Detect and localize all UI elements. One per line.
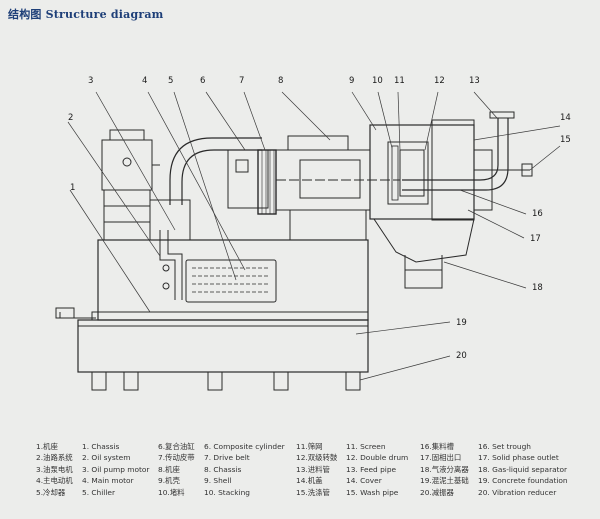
- legend-item: 6.复合油缸: [158, 442, 195, 451]
- legend-item: 8.机座: [158, 464, 180, 474]
- screen: [391, 145, 399, 201]
- callout-4: 4: [142, 76, 147, 86]
- chiller: [149, 199, 191, 241]
- callout-8: 8: [278, 76, 283, 86]
- legend-item: 2.油路系统: [36, 453, 73, 463]
- structure-diagram: 1 2 3 4 5 6 7 8 9 10 11 12 13 14 15 16 1…: [55, 76, 571, 391]
- callout-13: 13: [469, 76, 480, 86]
- legend-item: 13.进料管: [296, 464, 330, 474]
- legend-item: 16.集料槽: [420, 442, 454, 451]
- legend-item: 14. Cover: [346, 476, 382, 486]
- legend-col2-zh: 6.复合油缸 7.传动皮带 8.机座 9.机壳 10.堵料: [158, 441, 195, 498]
- valve-block: [55, 307, 75, 319]
- legend-col4-zh: 16.集料槽 17.固相出口 18.气液分离器 19.混泥土基础 20.减振器: [420, 441, 469, 498]
- double-drum: [387, 141, 429, 205]
- set-trough: [474, 149, 493, 211]
- callout-6: 6: [200, 76, 205, 86]
- cover: [431, 119, 475, 221]
- callout-16: 16: [532, 209, 543, 219]
- ventilation-grille: [185, 259, 277, 303]
- main-motor: [103, 189, 151, 241]
- legend-item: 18. Gas-liquid separator: [478, 464, 568, 474]
- legend-item: 20. Vibration reducer: [478, 487, 557, 497]
- callout-1: 1: [70, 183, 75, 193]
- chassis-base-plate: [91, 311, 369, 321]
- chassis: [97, 239, 369, 321]
- legend-item: 9. Shell: [204, 476, 232, 486]
- legend-item: 12.双级转鼓: [296, 453, 338, 463]
- callout-10: 10: [372, 76, 383, 86]
- callout-14: 14: [560, 113, 571, 123]
- legend-item: 15.洗涤管: [296, 487, 330, 497]
- legend-item: 3.油泵电机: [36, 464, 73, 474]
- legend-col1-en: 1. Chassis 2. Oil system 3. Oil pump mot…: [82, 441, 149, 498]
- legend-col2-en: 6. Composite cylinder 7. Drive belt 8. C…: [204, 441, 285, 498]
- diagram-title: 结构图 Structure diagram: [8, 8, 164, 21]
- vibration-reducers: [91, 371, 361, 391]
- legend-item: 11.筛网: [296, 442, 323, 451]
- legend-item: 19.混泥土基础: [420, 476, 469, 486]
- callout-17: 17: [530, 234, 541, 244]
- legend-item: 16. Set trough: [478, 442, 531, 451]
- legend-item: 15. Wash pipe: [346, 487, 399, 497]
- gas-liquid-separator: [404, 255, 443, 289]
- callout-15: 15: [560, 135, 571, 145]
- legend-col3-zh: 11.筛网 12.双级转鼓 13.进料管 14.机盖 15.洗涤管: [296, 441, 337, 498]
- legend-item: 19. Concrete foundation: [478, 476, 568, 486]
- callout-9: 9: [349, 76, 354, 86]
- legend-item: 5.冷却器: [36, 487, 66, 497]
- legend-item: 17. Solid phase outlet: [478, 453, 559, 463]
- legend-item: 1.机座: [36, 442, 58, 451]
- legend-item: 3. Oil pump motor: [82, 464, 150, 474]
- callout-5: 5: [168, 76, 173, 86]
- callout-12: 12: [434, 76, 445, 86]
- legend-item: 11. Screen: [346, 442, 386, 451]
- legend-col3-en: 11. Screen 12. Double drum 13. Feed pipe…: [346, 441, 408, 498]
- legend-item: 7.传动皮带: [158, 453, 195, 463]
- composite-cylinder: [227, 149, 269, 209]
- callout-2: 2: [68, 113, 73, 123]
- legend-item: 18.气液分离器: [420, 464, 469, 474]
- shell: [369, 124, 475, 220]
- hydraulic-line: [59, 312, 96, 319]
- solid-phase-outlet: [373, 218, 475, 263]
- callout-11: 11: [394, 76, 405, 86]
- legend-item: 6. Composite cylinder: [204, 442, 285, 451]
- oil-pipe: [159, 230, 176, 300]
- callout-20: 20: [456, 351, 467, 361]
- drive-belt: [257, 149, 277, 215]
- legend-item: 12. Double drum: [346, 453, 409, 463]
- concrete-foundation: [77, 319, 369, 373]
- leader-lines: [67, 91, 561, 381]
- legend-item: 5. Chiller: [82, 487, 115, 497]
- legend-item: 8. Chassis: [204, 464, 242, 474]
- legend-col1-zh: 1.机座 2.油路系统 3.油泵电机 4.主电动机 5.冷却器: [36, 441, 73, 498]
- legend-item: 7. Drive belt: [204, 453, 250, 463]
- legend-item: 14.机盖: [296, 476, 323, 486]
- legend-col4-en: 16. Set trough 17. Solid phase outlet 18…: [478, 441, 568, 498]
- legend-item: 2. Oil system: [82, 453, 131, 463]
- callout-19: 19: [456, 318, 467, 328]
- legend-item: 10.堵料: [158, 487, 185, 497]
- legend-item: 4.主电动机: [36, 476, 73, 486]
- legend-item: 13. Feed pipe: [346, 464, 397, 474]
- legend-item: 1. Chassis: [82, 442, 120, 451]
- upper-cover: [287, 135, 349, 151]
- callout-18: 18: [532, 283, 543, 293]
- support-frame: [289, 209, 367, 241]
- legend-item: 10. Stacking: [204, 487, 250, 497]
- feed-pipe: [402, 118, 499, 181]
- legend-item: 9.机壳: [158, 476, 180, 486]
- curved-pipe: [169, 137, 262, 205]
- callout-7: 7: [239, 76, 244, 86]
- legend-item: 17.固相出口: [420, 453, 462, 463]
- legend-item: 20.减振器: [420, 487, 454, 497]
- legend-item: 4. Main motor: [82, 476, 134, 486]
- callout-3: 3: [88, 76, 93, 86]
